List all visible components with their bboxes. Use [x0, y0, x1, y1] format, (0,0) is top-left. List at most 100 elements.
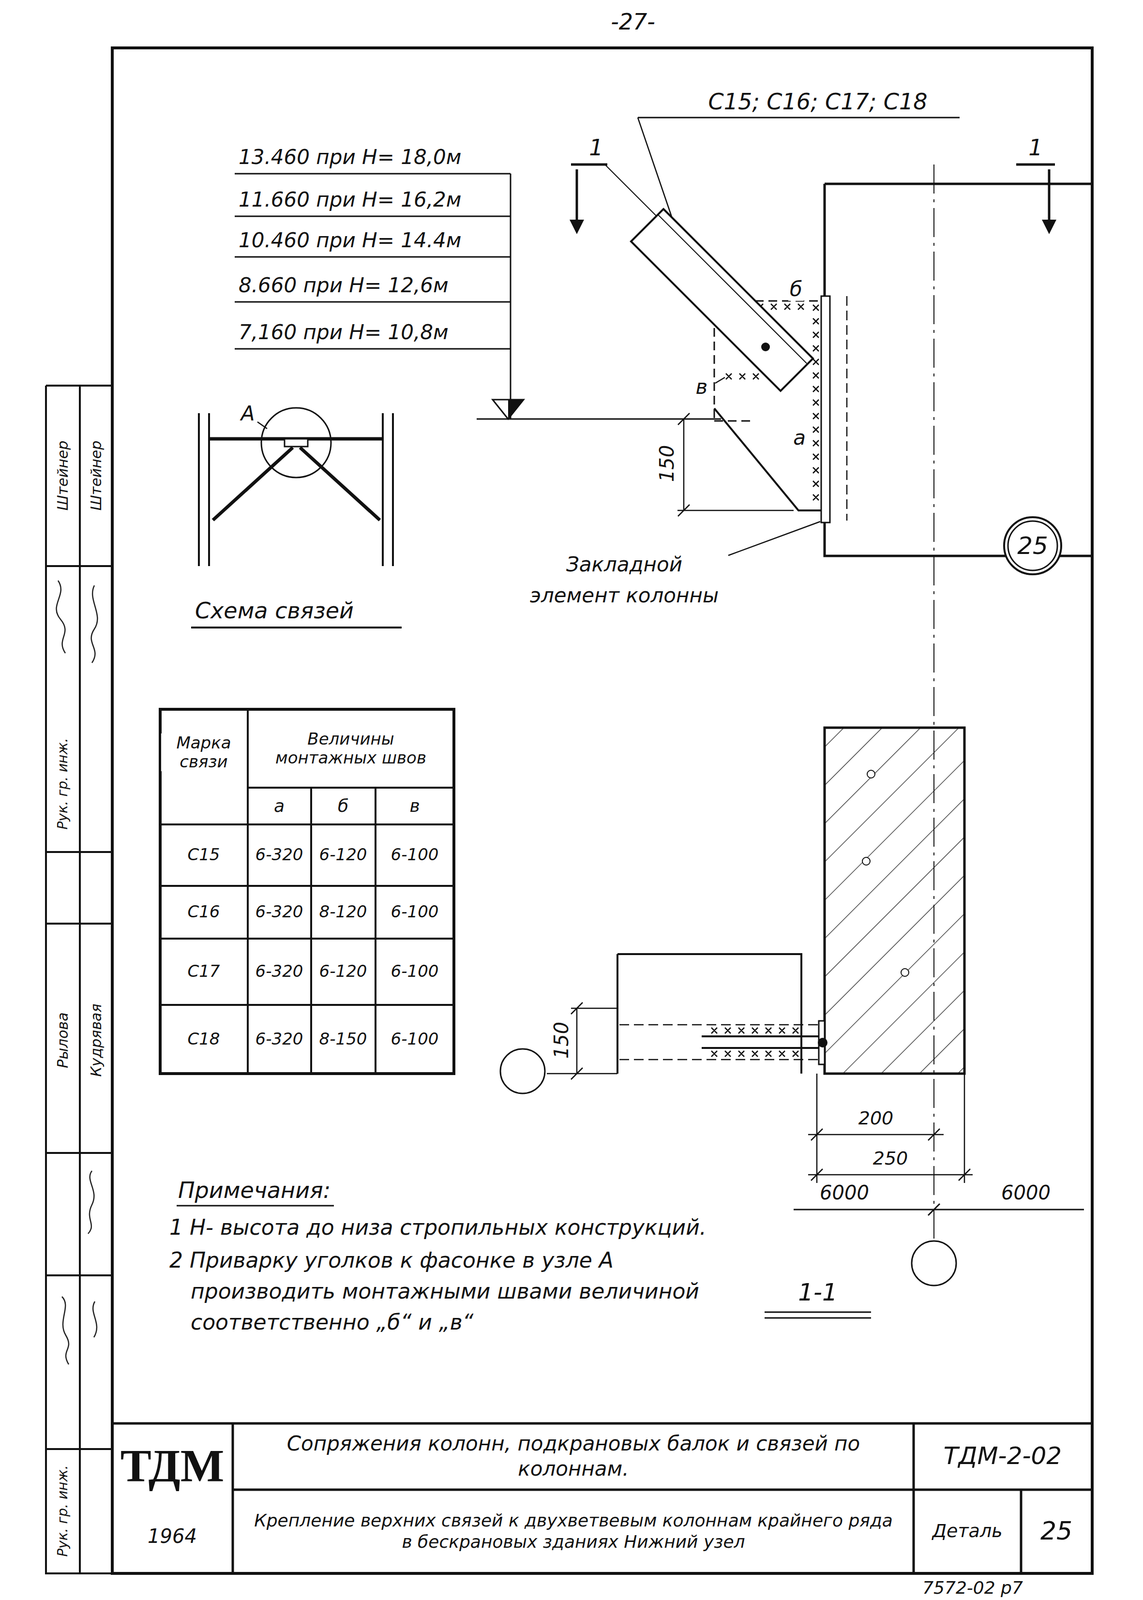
sheet-frame [112, 47, 1093, 1574]
elevation-mark-fill [508, 399, 524, 420]
scheme-columns [198, 413, 393, 567]
level-label: 11.660 при Н= 16,2м [237, 188, 463, 212]
brace-legs-hidden [619, 1024, 818, 1060]
notes-underline [176, 1205, 334, 1207]
title-underline [191, 626, 402, 629]
table-cell: С18 [185, 1029, 222, 1049]
archive-number: 7572-02 р7 [920, 1578, 1025, 1598]
table-cell: 6-100 [389, 1029, 441, 1049]
stamp-name: Штейнер [88, 439, 106, 513]
axis-line [933, 164, 935, 1242]
section-arrow [1048, 169, 1051, 232]
column-outline [824, 183, 1093, 557]
section-arrow [575, 169, 579, 232]
section-number: 1 [1026, 135, 1044, 161]
table-cell: 6-100 [389, 845, 441, 865]
table-cell: 8-120 [317, 902, 369, 922]
anchor-line [846, 296, 848, 521]
level-label: 13.460 при Н= 18,0м [237, 145, 463, 169]
document-code: ТДМ-2-02 [942, 1442, 1064, 1471]
brace-plan [617, 954, 802, 1074]
sheet-title: Сопряжения колонн, подкрановых балок и с… [257, 1431, 890, 1482]
column-section [824, 727, 965, 1074]
aggregate [901, 968, 909, 977]
stamp-name: Рылова [54, 1010, 72, 1070]
scheme-gusset [284, 438, 308, 447]
leader-line [715, 377, 725, 384]
dimension: 250 [871, 1148, 910, 1170]
table-cell: С17 [185, 962, 222, 981]
notes-block: 1 Н- высота до низа стропильных конструк… [169, 1212, 717, 1340]
mark-underline [637, 117, 960, 119]
gusset-plan [701, 1036, 823, 1049]
section-number: 1 [587, 135, 605, 161]
elevation-mark [492, 399, 524, 420]
table-cell: 6-120 [317, 962, 369, 981]
scheme-braces [212, 447, 380, 521]
aggregate [867, 770, 875, 779]
stamp-role: Рук. гр. инж. [55, 1463, 71, 1559]
table-cell: 6-320 [254, 845, 305, 865]
table-header: а [272, 796, 286, 816]
section-underline [764, 1312, 872, 1319]
level-label: 8.660 при Н= 12,6м [237, 273, 451, 298]
table-cell: 6-100 [389, 962, 441, 981]
leader-line [637, 117, 672, 217]
notes-heading: Примечания: [176, 1177, 332, 1204]
signature [56, 580, 98, 1365]
table-header: Величины монтажных швов [255, 729, 447, 768]
table-header: в [407, 796, 422, 816]
section-mark [571, 163, 1055, 166]
part-name: Закладной элемент колонны [523, 549, 725, 612]
note: 1 Н- высота до низа стропильных конструк… [169, 1212, 717, 1244]
dimension: 6000 [818, 1181, 871, 1204]
table-cell: 6-120 [317, 845, 369, 865]
level-label: 7,160 при Н= 10,8м [237, 320, 451, 345]
table-cell: 6-320 [254, 962, 305, 981]
stamp-name: Кудрявая [88, 1002, 106, 1079]
detail-number: 25 [1038, 1517, 1074, 1547]
weld-v [725, 373, 759, 380]
weld-plan [711, 1027, 799, 1057]
stamp-grid [45, 385, 113, 1574]
lower-brace [714, 408, 822, 511]
brace-leg [658, 214, 807, 364]
detail-caption: Деталь [930, 1520, 1004, 1543]
callout-ring [1007, 521, 1058, 571]
callout-ring [1004, 517, 1062, 575]
stamp-name: Штейнер [54, 439, 72, 513]
dimension: 150 [655, 443, 678, 484]
dimension: 200 [857, 1108, 896, 1130]
table-cell: 6-100 [389, 902, 441, 922]
weld-label: а [791, 426, 808, 450]
title-block-grid [112, 1423, 1093, 1574]
table-grid [160, 709, 454, 1074]
section-title: 1-1 [796, 1278, 840, 1308]
dimension-line [808, 1073, 973, 1184]
level-lines [234, 173, 722, 420]
dimension: 150 [550, 1020, 573, 1061]
axis-dimension [793, 1203, 1084, 1216]
table-cell: 6-320 [254, 1029, 305, 1049]
view-title: Схема связей [193, 598, 356, 624]
sheet-subtitle: Крепление верхних связей к двухветвевым … [247, 1510, 900, 1553]
axis-bubble [500, 1049, 545, 1094]
brace-marks: С15; С16; С17; С18 [706, 89, 930, 115]
table-header: Марка связи [161, 733, 247, 772]
weld-label: б [788, 277, 804, 301]
dimension-line [546, 1002, 618, 1080]
table-cell: С15 [185, 845, 222, 865]
embedded-plate [821, 296, 830, 523]
stamp-role: Рук. гр. инж. [55, 736, 71, 831]
node-circle [261, 407, 331, 478]
leader-line [728, 521, 821, 556]
level-label: 10.460 при Н= 14.4м [237, 228, 463, 253]
node-letter: А [239, 402, 257, 426]
bolt [761, 342, 770, 352]
logo: ТДМ [119, 1439, 226, 1493]
callout-text-box: 25 [1017, 532, 1049, 560]
table-header: б [336, 796, 350, 816]
